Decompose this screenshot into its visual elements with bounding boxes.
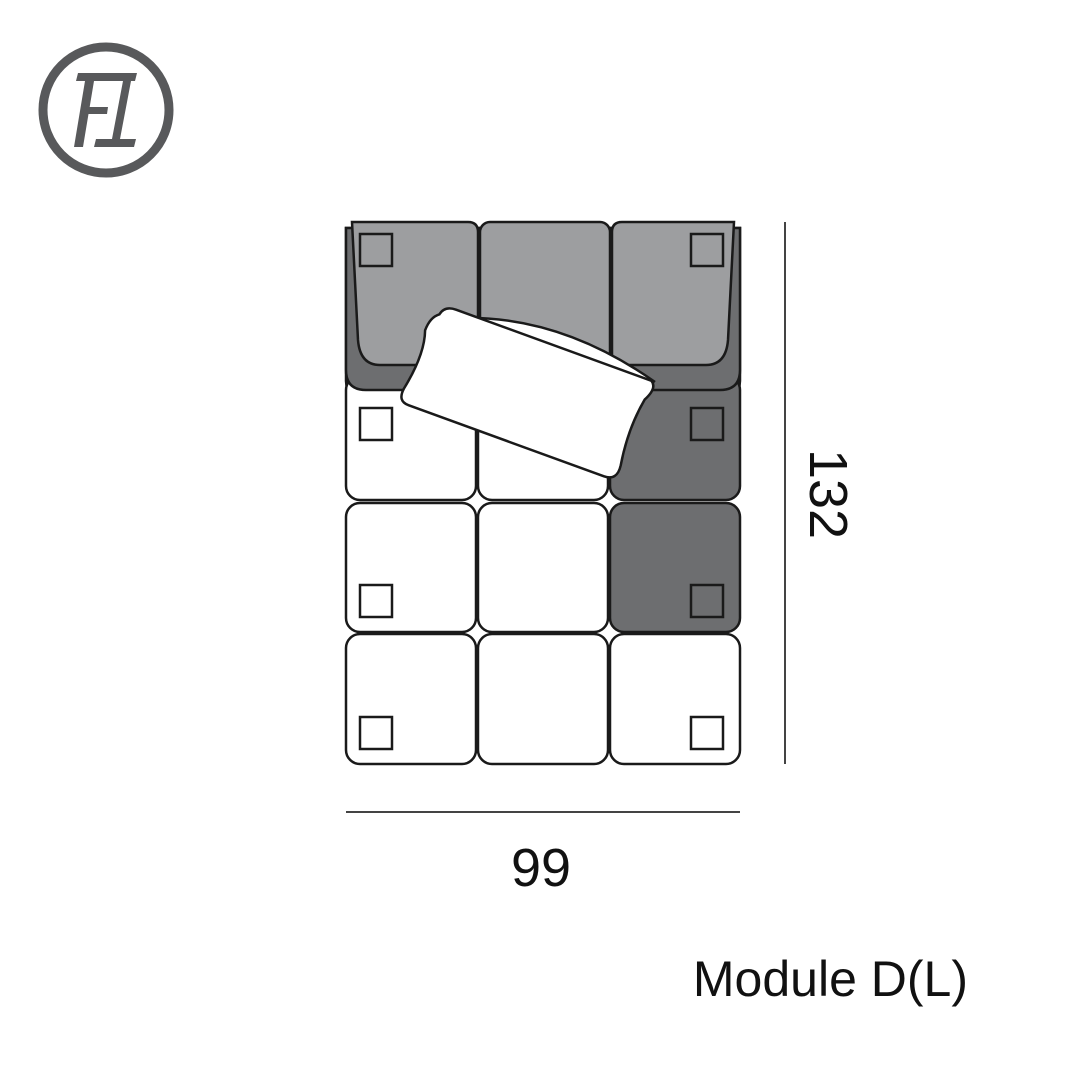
width-label: 99 bbox=[511, 838, 571, 898]
seat-cushion bbox=[476, 501, 610, 634]
leg-markers bbox=[358, 232, 725, 751]
module-name: Module D(L) bbox=[693, 951, 968, 1007]
brand-logo bbox=[38, 42, 174, 178]
sofa-plan bbox=[344, 220, 742, 766]
seat-cushion bbox=[476, 632, 610, 766]
seat-cushion bbox=[344, 632, 478, 766]
depth-label: 132 bbox=[798, 449, 858, 539]
seat-cushion-dark bbox=[608, 501, 742, 634]
seat-cushion bbox=[608, 632, 742, 766]
back-cushion bbox=[610, 220, 736, 367]
seat-cushion bbox=[344, 501, 478, 634]
throw-pillow bbox=[400, 307, 655, 479]
